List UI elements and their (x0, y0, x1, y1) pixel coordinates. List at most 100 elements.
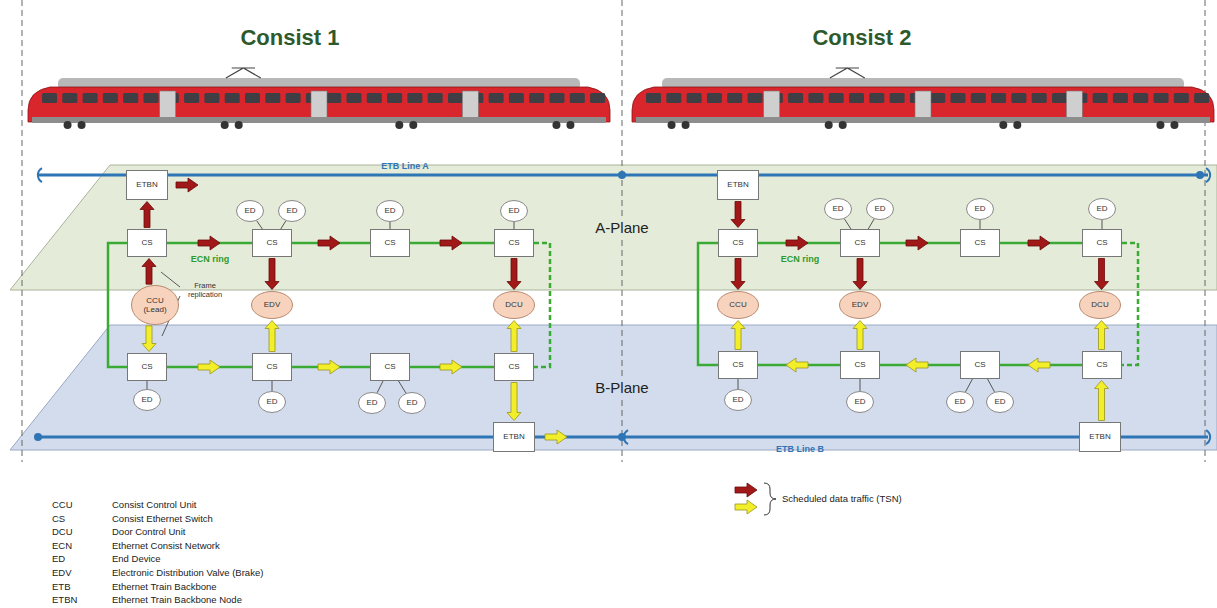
node-label: CCU (Lead) (140, 296, 170, 314)
line-dot (618, 171, 626, 179)
node-ellipse (825, 199, 852, 220)
line-dot (1196, 171, 1204, 179)
traffic-arrow (786, 358, 808, 372)
train-window (1174, 93, 1189, 103)
node-label: CS (1096, 360, 1107, 369)
device-link (377, 381, 383, 393)
train-door (311, 91, 327, 120)
train-window (808, 93, 823, 103)
annotation: ECN ring (191, 254, 230, 264)
abbreviation-text: Electronic Distribution Valve (Brake) (112, 568, 263, 579)
node-ellipse (279, 201, 306, 222)
traffic-arrow (265, 321, 279, 352)
node-ellipse (494, 292, 535, 319)
traffic-arrow (507, 383, 521, 421)
train-window (971, 93, 986, 103)
abbreviation-text: ECN (52, 540, 72, 551)
train-wheel (825, 121, 833, 129)
a-plane (10, 165, 1217, 290)
train-window (286, 93, 301, 103)
switch-box: CS (127, 353, 167, 381)
control-unit-ellipse: DCU (493, 291, 535, 319)
node-ellipse (1080, 292, 1121, 319)
traffic-arrow (1028, 358, 1050, 372)
control-unit-ellipse: DCU (1079, 291, 1121, 319)
node-ellipse (718, 292, 759, 319)
node-label: ETBN (503, 432, 524, 441)
abbreviation-text: End Device (112, 554, 161, 565)
ecn-ring-link (534, 243, 550, 367)
traffic-arrow (906, 236, 928, 250)
device-link (965, 379, 972, 392)
train-wheel (78, 121, 86, 129)
plane-label: B-Plane (591, 379, 652, 396)
train-window (62, 93, 77, 103)
abbreviation-text: Ethernet Train Backbone Node (112, 595, 242, 606)
train-wheel (395, 121, 403, 129)
traffic-arrow (507, 259, 521, 290)
train-window (951, 93, 966, 103)
node-rect (718, 171, 759, 200)
end-device-ellipse: ED (986, 391, 1014, 413)
node-ellipse (359, 393, 386, 414)
node-rect (1083, 230, 1122, 257)
node-label: ED (384, 206, 395, 215)
train-illustration (28, 68, 1214, 129)
train-window (1011, 93, 1026, 103)
node-ellipse (867, 199, 894, 220)
device-link (868, 219, 874, 229)
consist-divider (1205, 0, 1206, 462)
train-wheel (552, 121, 560, 129)
pantograph (830, 68, 865, 78)
device-link (257, 221, 263, 229)
switch-box: CS (718, 351, 758, 379)
switch-box: CS (127, 229, 167, 257)
train-window (225, 93, 240, 103)
train-window (509, 93, 524, 103)
train-door (462, 91, 478, 120)
end-device-ellipse: ED (398, 392, 426, 414)
node-label: CS (854, 360, 865, 369)
node-ellipse (501, 201, 528, 222)
node-label: CS (266, 362, 277, 371)
traffic-arrow (142, 326, 156, 352)
node-ellipse (947, 392, 974, 413)
end-device-ellipse: ED (133, 389, 161, 411)
train-window (788, 93, 803, 103)
end-device-ellipse: ED (966, 198, 994, 220)
train-window (550, 93, 565, 103)
control-unit-ellipse: CCU (717, 291, 759, 319)
abbreviation-text: EDV (52, 568, 72, 579)
traffic-arrow (1028, 236, 1050, 250)
traffic-arrow (1095, 320, 1109, 349)
node-rect (495, 354, 534, 381)
train (632, 68, 1214, 129)
abbreviation-text: ED (52, 554, 65, 565)
node-ellipse (237, 201, 264, 222)
switch-box: CS (840, 229, 880, 257)
switch-box: CS (960, 351, 1000, 379)
train-wheel (668, 121, 676, 129)
yellow-traffic-arrows (198, 358, 1050, 514)
switch-box: CS (494, 353, 534, 381)
node-label: CS (508, 362, 519, 371)
train-window (666, 93, 681, 103)
device-link (399, 381, 406, 393)
node-rect (128, 230, 167, 257)
node-rect (719, 352, 758, 379)
consist-heading: Consist 2 (812, 25, 911, 50)
node-label: DCU (505, 300, 522, 309)
train-window (144, 93, 159, 103)
end-device-ellipse: ED (278, 200, 306, 222)
train-window (890, 93, 905, 103)
line-end-arc (1206, 168, 1210, 182)
node-ellipse (377, 201, 404, 222)
train-window (42, 93, 57, 103)
train-window (103, 93, 118, 103)
switch-box: CS (718, 229, 758, 257)
traffic-arrow (545, 430, 567, 444)
end-device-ellipse: ED (500, 200, 528, 222)
switch-box: CS (370, 353, 410, 381)
legend-text: Scheduled data traffic (TSN) (782, 494, 902, 505)
